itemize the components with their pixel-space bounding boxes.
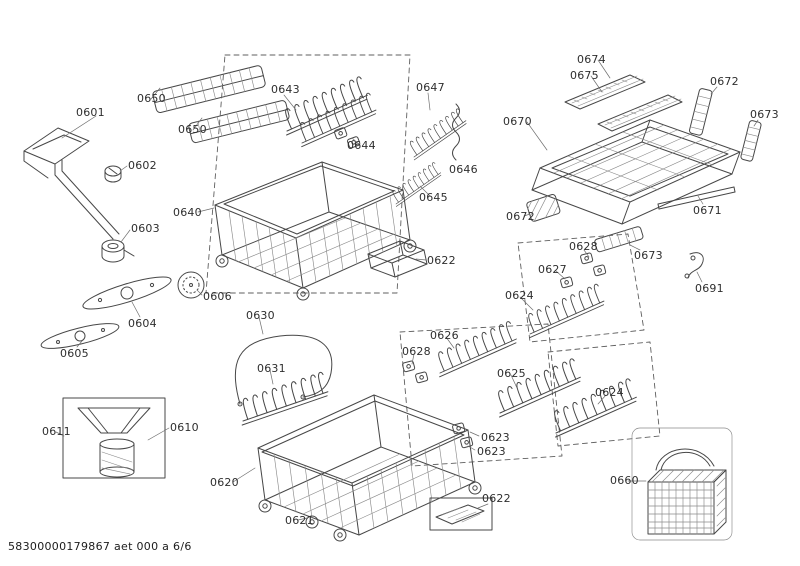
- part-0673-rail-center-drawing: [594, 226, 644, 253]
- part-label-0603: 0603: [131, 222, 160, 235]
- tine-group-outline-b: [399, 323, 563, 467]
- part-label-0660: 0660: [610, 474, 639, 487]
- part-label-0605: 0605: [60, 347, 89, 360]
- part-label-0621: 0621: [285, 514, 314, 527]
- part-label-0673-center: 0673: [634, 249, 663, 262]
- part-label-0610: 0610: [170, 421, 199, 434]
- part-label-0625: 0625: [497, 367, 526, 380]
- part-label-0640: 0640: [173, 206, 202, 219]
- part-0647-tine-row-drawing: [404, 108, 468, 160]
- upper-basket-group-outline: [205, 54, 411, 294]
- part-0631-tine-row-drawing: [234, 372, 330, 425]
- tine-group-outline-a: [517, 233, 645, 343]
- part-label-0620: 0620: [210, 476, 239, 489]
- part-0672-rail-right-drawing: [689, 88, 713, 136]
- part-label-0672-right: 0672: [710, 75, 739, 88]
- part-label-0627: 0627: [538, 263, 567, 276]
- part-0602-nut-drawing: [104, 165, 122, 183]
- part-0660-cutlery-basket-drawing: [631, 427, 733, 541]
- part-label-0670: 0670: [503, 115, 532, 128]
- part-0650-cup-shelf-b-drawing: [188, 100, 290, 144]
- part-0674-shelf-panel-drawing: [564, 74, 646, 110]
- part-label-0647: 0647: [416, 81, 445, 94]
- part-label-0601: 0601: [76, 106, 105, 119]
- part-0671-rail-drawing: [657, 186, 736, 210]
- part-0610-filter-assembly-drawing: [62, 397, 166, 479]
- part-0628-clips-top-drawing: [579, 252, 607, 277]
- part-label-0628-top: 0628: [569, 240, 598, 253]
- part-label-0606: 0606: [203, 290, 232, 303]
- part-0605-lower-spray-arm-drawing: [40, 323, 120, 349]
- part-label-0604: 0604: [128, 317, 157, 330]
- part-label-0645: 0645: [419, 191, 448, 204]
- part-label-0643: 0643: [271, 83, 300, 96]
- part-0622-base-plate-drawing: [429, 497, 493, 531]
- part-label-0623-b: 0623: [477, 445, 506, 458]
- part-0691-bracket-drawing: [684, 252, 704, 279]
- part-0601-inlet-bracket-drawing: [23, 127, 120, 240]
- part-label-0628-mid: 0628: [402, 345, 431, 358]
- part-label-0671: 0671: [693, 204, 722, 217]
- part-0620-lower-basket-drawing: [257, 394, 482, 536]
- part-0604-upper-spray-arm-drawing: [82, 276, 172, 310]
- part-label-0624-top: 0624: [505, 289, 534, 302]
- part-0640-upper-basket-drawing: [214, 161, 417, 301]
- part-0603-spray-arm-mount-drawing: [101, 239, 135, 263]
- part-0646-wire-drawing: [452, 103, 460, 161]
- part-label-0623-a: 0623: [481, 431, 510, 444]
- part-label-0644: 0644: [347, 139, 376, 152]
- part-label-0650-a: 0650: [137, 92, 166, 105]
- part-0627-clip-drawing: [559, 276, 574, 289]
- part-label-0650-b: 0650: [178, 123, 207, 136]
- part-0670-third-rack-drawing: [531, 119, 741, 225]
- part-label-0674: 0674: [577, 53, 606, 66]
- part-0673-rail-right-drawing: [740, 120, 762, 162]
- part-label-0673-right: 0673: [750, 108, 779, 121]
- part-label-0624-bottom: 0624: [595, 386, 624, 399]
- part-label-0675: 0675: [570, 69, 599, 82]
- part-0606-filter-plate-drawing: [177, 271, 205, 299]
- part-0675-shelf-panel-drawing: [597, 94, 683, 132]
- part-label-0626: 0626: [430, 329, 459, 342]
- part-label-0602: 0602: [128, 159, 157, 172]
- part-label-0631: 0631: [257, 362, 286, 375]
- part-label-0630: 0630: [246, 309, 275, 322]
- part-label-0611: 0611: [42, 425, 71, 438]
- part-0624-tine-row-bottom-drawing: [546, 378, 639, 437]
- leader-lines: [55, 59, 759, 521]
- part-label-0672-left: 0672: [506, 210, 535, 223]
- part-label-0622-lower: 0622: [482, 492, 511, 505]
- part-0628-clips-mid-drawing: [401, 360, 429, 384]
- part-label-0646: 0646: [449, 163, 478, 176]
- part-0622-small-tray-upper-drawing: [367, 240, 428, 278]
- part-label-0691: 0691: [695, 282, 724, 295]
- part-label-0622-upper: 0622: [427, 254, 456, 267]
- tine-group-outline-c: [547, 341, 661, 447]
- document-code: 58300000179867 aet 000 a 6/6: [8, 540, 192, 553]
- part-0650-cup-shelf-a-drawing: [152, 65, 266, 113]
- part-0672-clip-left-drawing: [526, 194, 561, 222]
